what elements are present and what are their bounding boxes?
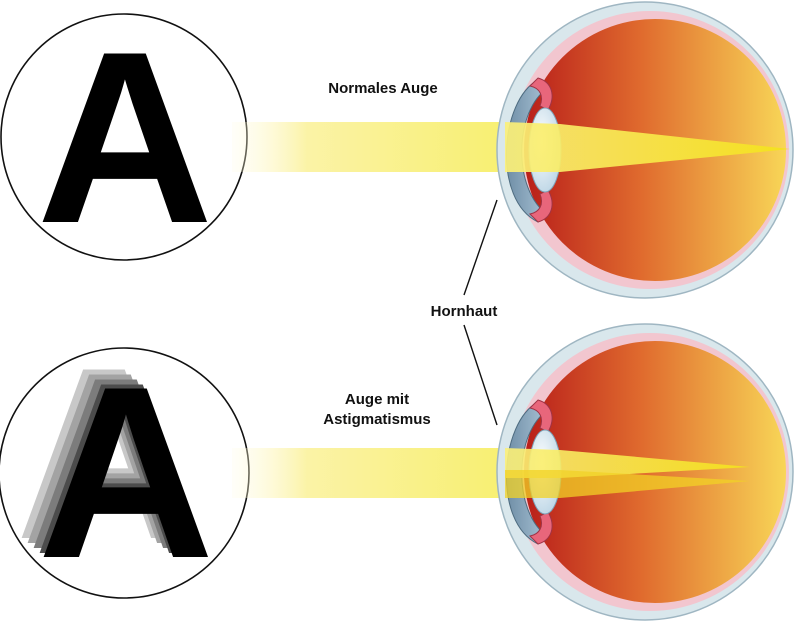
astigmatic-eye-figure: A A A A A Auge mit Astigmatismus: [0, 316, 794, 621]
sharp-letter: A: [37, 0, 214, 274]
normal-eye-figure: A Normales Auge: [0, 0, 794, 299]
light-beam-normal: [232, 122, 532, 172]
iris-upper-astigmatic: [528, 399, 553, 433]
ghost-letter-2: A: [22, 321, 199, 595]
main-blurred-letter: A: [38, 335, 215, 609]
iris-lower-astigmatic: [528, 511, 553, 545]
label-astigmatism-line2: Astigmatismus: [323, 411, 431, 428]
focus-beam-normal: [505, 122, 790, 172]
focus-beam-astigmatic-lower: [505, 470, 750, 498]
label-normal-eye: Normales Auge: [328, 80, 437, 97]
label-cornea: Hornhaut: [431, 303, 498, 320]
light-beam-astigmatic: [232, 448, 532, 498]
ghost-letter-1: A: [16, 316, 193, 590]
cornea-callout: Hornhaut: [431, 199, 498, 426]
ghost-letter-4: A: [34, 331, 211, 605]
blurred-letter: A A A A A: [16, 316, 215, 609]
cornea-leader-top: [463, 199, 498, 296]
label-astigmatism-line1: Auge mit: [345, 391, 409, 408]
cornea-leader-bottom: [463, 324, 498, 426]
iris-lower-normal: [528, 189, 553, 223]
iris-upper-normal: [528, 77, 553, 111]
ghost-letter-3: A: [28, 326, 205, 600]
